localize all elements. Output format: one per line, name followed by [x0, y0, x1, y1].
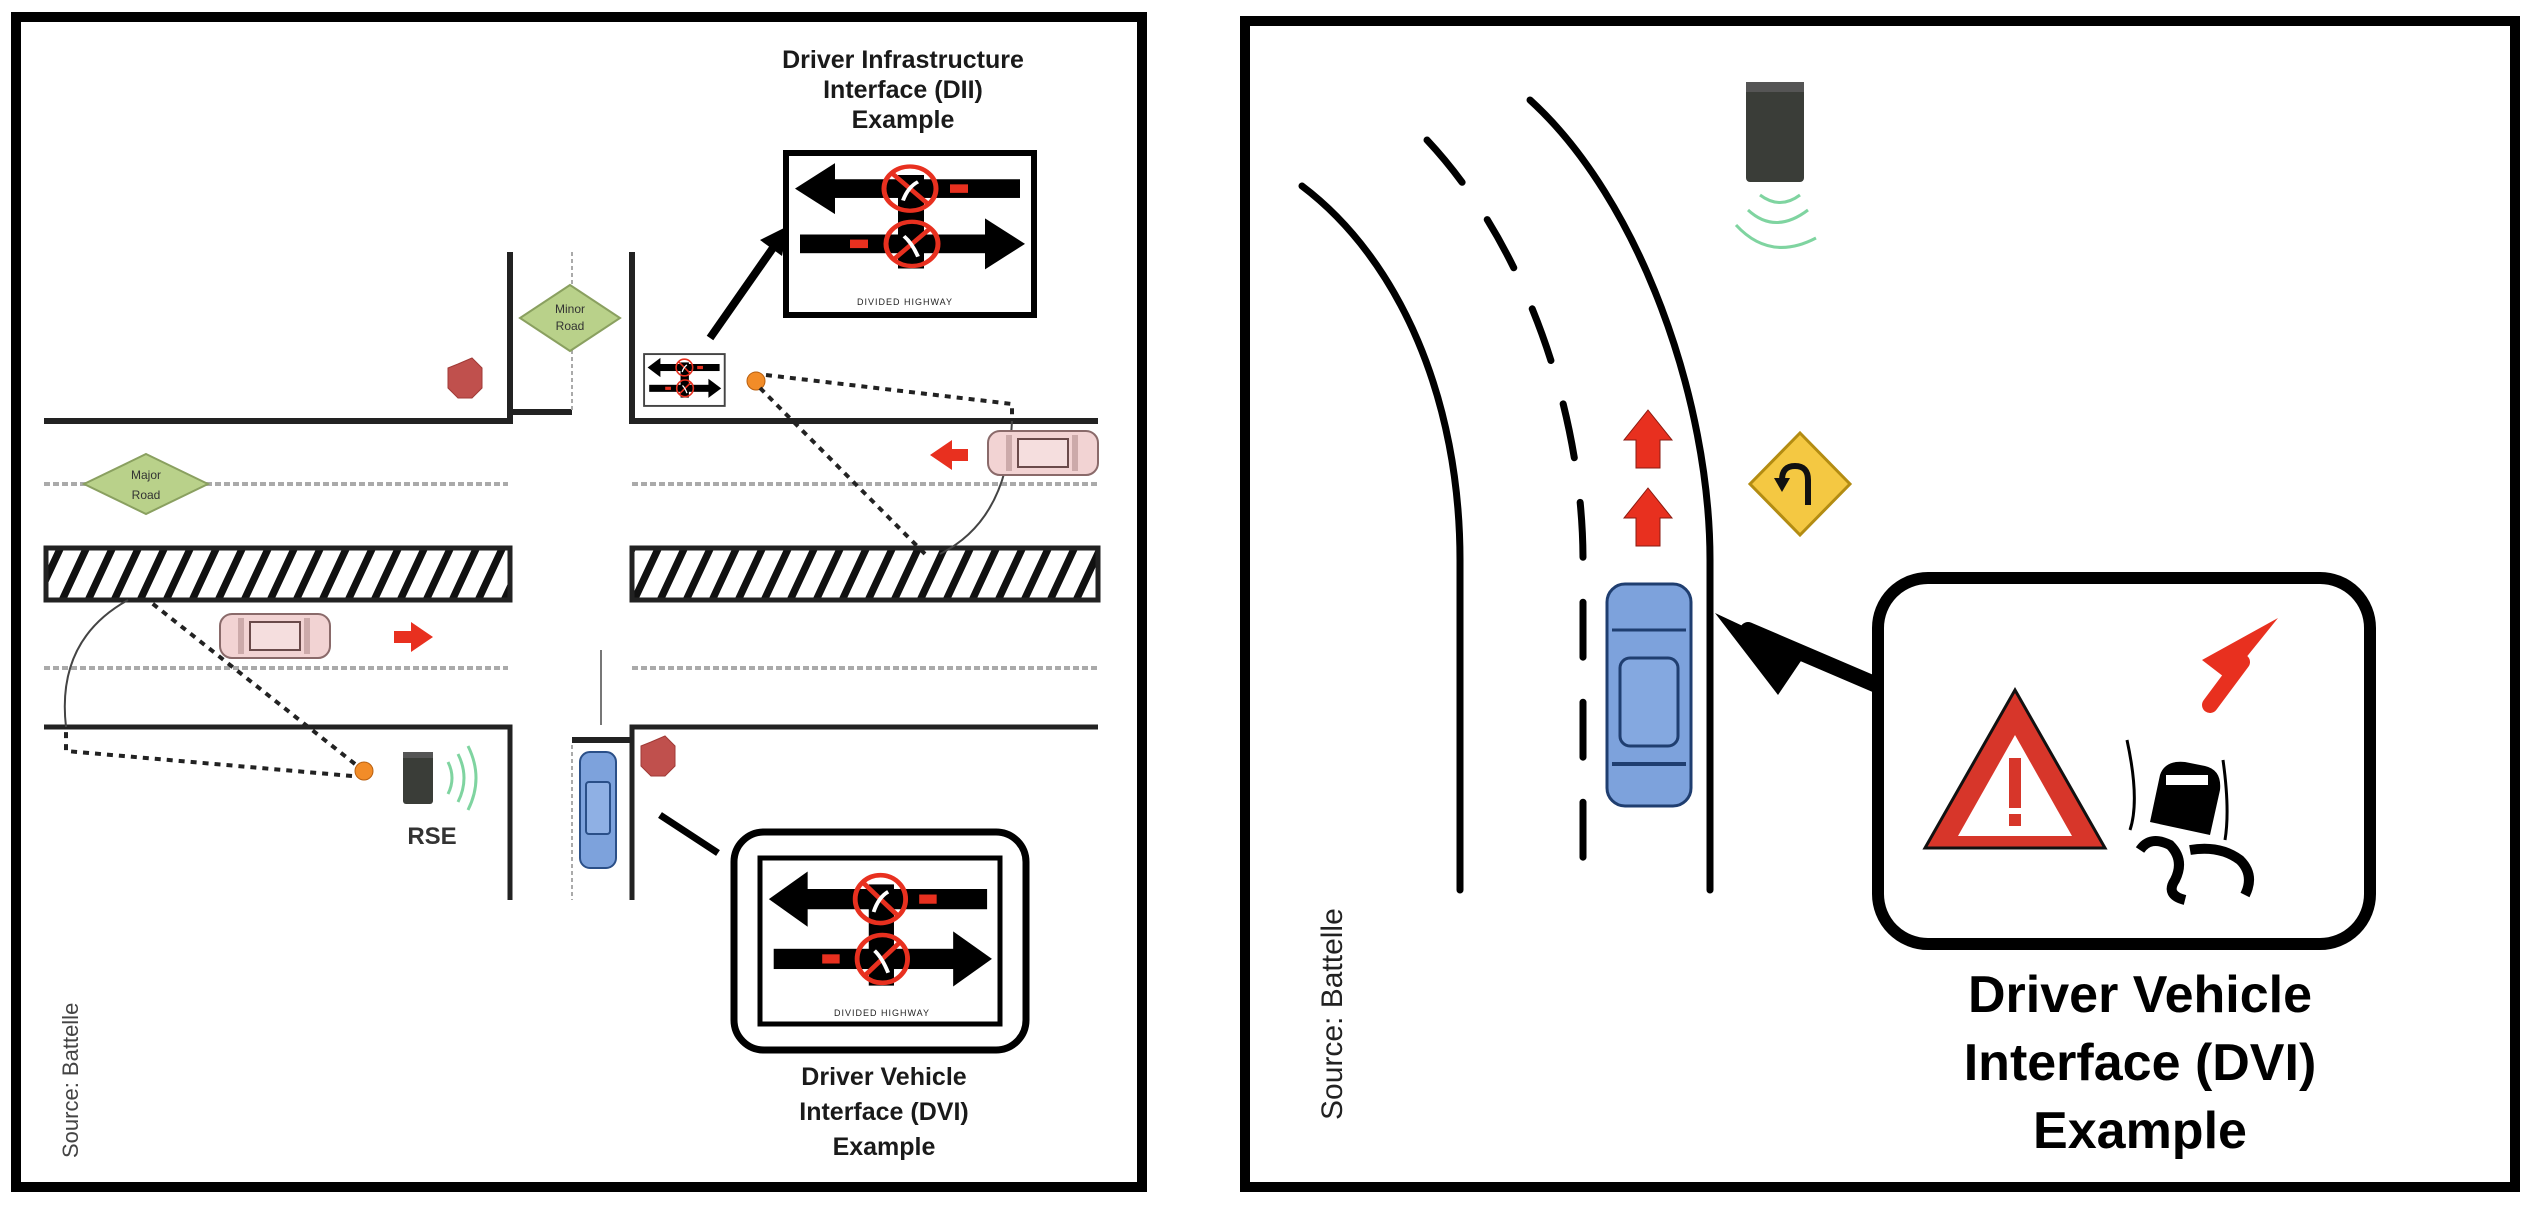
- red-arrow-up-1: [1622, 409, 1674, 469]
- major-road-sign: Major Road: [81, 452, 211, 516]
- dvi-example-display: DIVIDED HIGHWAY: [730, 828, 1030, 1054]
- pointer-line-dvi: [658, 812, 720, 856]
- dii-caption: Driver Infrastructure Interface (DII) Ex…: [782, 46, 1024, 134]
- dvi-right-caption-line2: Interface (DVI): [1964, 1034, 2317, 1092]
- red-arrow-up-2: [1622, 487, 1674, 547]
- curved-road: [1298, 96, 1714, 894]
- rse-label: RSE: [407, 823, 456, 850]
- dii-example-sign: DIVIDED HIGHWAY: [783, 150, 1037, 318]
- right-panel: Driver Vehicle Interface (DVI) Example S…: [1240, 16, 2520, 1192]
- pointer-arrow-dii: [706, 242, 779, 341]
- minor-road-sign: Minor Road: [518, 283, 622, 353]
- dvi-right-caption-line3: Example: [2033, 1102, 2247, 1160]
- red-arrow-right: [394, 622, 433, 652]
- median-hatched-right: [629, 545, 1101, 603]
- curve-ahead-sign: [1747, 430, 1853, 538]
- car-pink-left: [219, 613, 331, 659]
- major-road-sign-line1: Major: [131, 468, 161, 482]
- major-road-sign-line2: Road: [132, 488, 161, 502]
- dvi-caption-line2: Interface (DVI): [799, 1098, 968, 1126]
- dii-caption-line1: Driver Infrastructure: [782, 46, 1024, 74]
- source-credit-left: Source: Battelle: [58, 1003, 83, 1158]
- pointer-arrowhead-dvi: [1715, 613, 1805, 695]
- intersection-roads: [44, 252, 1098, 900]
- dii-sign-caption: DIVIDED HIGHWAY: [857, 297, 953, 307]
- road-edge-left: [1298, 182, 1464, 894]
- dii-sign-small: [643, 353, 726, 407]
- dvi-caption-line3: Example: [833, 1133, 936, 1161]
- dvi-caption-right: Driver Vehicle Interface (DVI) Example: [1964, 966, 2317, 1160]
- stop-sign-bottom: [640, 735, 676, 777]
- car-blue-minor: [579, 751, 617, 869]
- skidding-car-icon: [2125, 618, 2278, 905]
- road-edge-right: [1526, 96, 1714, 894]
- dvi-right-caption-line1: Driver Vehicle: [1968, 966, 2312, 1024]
- red-arrow-left: [930, 440, 968, 470]
- car-blue-main: [1605, 582, 1693, 808]
- dvi-warning-display: [1872, 572, 2376, 950]
- car-pink-right: [987, 430, 1099, 476]
- rse-unit-right: [1734, 82, 1817, 249]
- left-panel: Minor Road Major Road Driver Infrastruct…: [11, 12, 1147, 1192]
- dii-caption-line3: Example: [852, 106, 955, 134]
- minor-road-sign-line1: Minor: [555, 302, 585, 316]
- dvi-caption-left: Driver Vehicle Interface (DVI) Example: [799, 1063, 968, 1161]
- detection-zone-bottom: [63, 598, 374, 781]
- lane-divider-dashed: [1423, 136, 1587, 894]
- rse-unit: RSE: [403, 745, 478, 850]
- median-hatched-left: [43, 545, 513, 603]
- stop-sign-top: [447, 357, 483, 399]
- minor-road-sign-line2: Road: [556, 319, 585, 333]
- dii-caption-line2: Interface (DII): [823, 76, 983, 104]
- warning-triangle-icon: [1922, 686, 2108, 850]
- pointer-arrowhead-dii: [760, 226, 788, 256]
- source-credit-right: Source: Battelle: [1316, 908, 1349, 1120]
- dvi-caption-line1: Driver Vehicle: [801, 1063, 966, 1091]
- dvi-sign-caption: DIVIDED HIGHWAY: [834, 1008, 930, 1018]
